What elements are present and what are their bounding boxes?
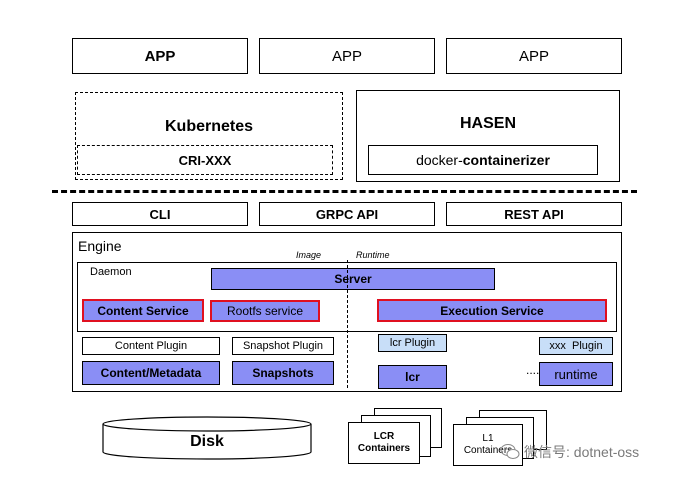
rootfs-service-box: Rootfs service [210,300,320,322]
lcr-containers-label: LCR Containers [357,431,411,454]
watermark-text: 微信号: dotnet-oss [524,444,640,460]
rootfs-service-label: Rootfs service [226,304,304,318]
app-box-3: APP [446,38,622,74]
wechat-icon [500,444,520,459]
docker-containerizer-box: docker-containerizer [368,145,598,175]
content-metadata-box: Content/Metadata [82,361,220,385]
image-label: Image [296,250,322,260]
l1-containers-label: L1 Containers [463,433,513,456]
hasen-title: HASEN [459,115,516,132]
snapshot-plugin-label: Snapshot Plugin [242,340,324,352]
api-label: GRPC API [315,206,379,222]
docker-prefix: docker- [416,152,463,168]
snapshots-label: Snapshots [252,366,314,380]
disk-cylinder [102,416,312,460]
cri-box: CRI-XXX [77,145,333,175]
runtime-box: runtime [539,362,613,386]
content-plugin-label: Content Plugin [114,340,188,352]
api-label: REST API [504,206,564,222]
engine-title: Engine [78,238,122,254]
rest-api-box: REST API [446,202,622,226]
execution-service-box: Execution Service [377,299,607,322]
grpc-api-box: GRPC API [259,202,435,226]
watermark: 微信号: dotnet-oss [500,442,639,462]
app-box-1: APP [72,38,248,74]
kubernetes-title: Kubernetes [164,118,254,135]
server-box: Server [211,268,495,290]
content-plugin-box: Content Plugin [82,337,220,355]
execution-service-label: Execution Service [440,303,544,318]
lcr-label: lcr [405,370,420,384]
layer-separator [52,190,637,193]
lcr-plugin-box: lcr Plugin [378,334,447,352]
app-box-2: APP [259,38,435,74]
api-label: CLI [149,206,171,222]
cli-box: CLI [72,202,248,226]
xxx-plugin-box: xxx Plugin [539,337,613,355]
runtime-backend-label: runtime [554,366,598,382]
server-label: Server [334,272,372,286]
disk-label: Disk [190,433,224,450]
runtime-label: Runtime [356,250,390,260]
app-label: APP [331,47,362,65]
xxx-plugin-label: xxx Plugin [549,340,603,352]
content-service-box: Content Service [82,299,204,322]
content-service-label: Content Service [97,303,189,318]
content-metadata-label: Content/Metadata [100,366,202,380]
daemon-title: Daemon [90,266,132,278]
app-label: APP [144,47,176,65]
image-runtime-divider [347,260,348,388]
docker-suffix: containerizer [462,152,550,168]
lcr-containers-front: LCR Containers [348,422,420,464]
cri-label: CRI-XXX [178,152,232,168]
app-label: APP [518,47,549,65]
snapshots-box: Snapshots [232,361,334,385]
lcr-plugin-label: lcr Plugin [389,337,436,349]
snapshot-plugin-box: Snapshot Plugin [232,337,334,355]
lcr-box: lcr [378,365,447,389]
ellipsis: .... [526,363,540,377]
